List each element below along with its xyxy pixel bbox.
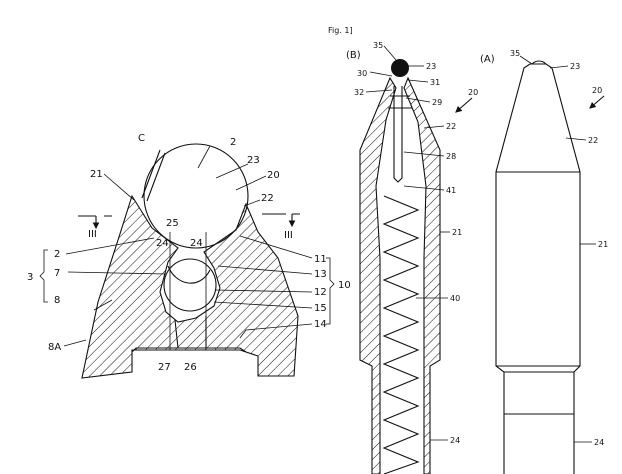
middle-cross-section: (B) 35 23 30 31 32 29 20 22 28 41 21 40 …: [346, 41, 478, 474]
label-21: 21: [598, 240, 608, 249]
label-22: 22: [588, 136, 598, 145]
brace-10: [326, 257, 335, 325]
leader-11: [239, 235, 313, 259]
arrow-20: [455, 97, 473, 113]
label-III-left: III: [88, 229, 97, 240]
label-35: 35: [510, 49, 520, 58]
leader-32: [365, 89, 393, 93]
leader-22: [243, 199, 261, 207]
body-step: [496, 365, 580, 373]
label-41: 41: [446, 186, 456, 195]
label-25: 25: [166, 218, 179, 229]
label-20: 20: [267, 170, 280, 181]
label-21: 21: [90, 169, 103, 180]
ball: [143, 143, 249, 249]
label-7: 7: [54, 268, 60, 279]
holder-body-hatched: [81, 194, 299, 379]
label-23: 23: [426, 62, 436, 71]
tip-inner-lines: [388, 95, 412, 109]
label-24: 24: [450, 436, 460, 445]
label-10: 10: [338, 280, 351, 291]
left-cross-section: C 2 21 23 20 22 25 24 24 III III 2 3 7 8…: [27, 133, 351, 379]
label-24: 24: [594, 438, 604, 447]
label-20: 20: [468, 88, 478, 97]
label-35: 35: [373, 41, 383, 50]
leader-30: [369, 71, 393, 77]
label-C: C: [138, 133, 145, 144]
label-8: 8: [54, 295, 60, 306]
arrow-20: [589, 95, 605, 109]
label-31: 31: [430, 78, 440, 87]
right-exterior-view: (A) 35 23 20 22 21 24: [480, 49, 608, 474]
label-15: 15: [314, 303, 327, 314]
view-label-b: (B): [346, 50, 361, 61]
label-2-top: 2: [230, 137, 236, 148]
barrel-wall-right: [403, 76, 441, 474]
leader-2-left: [65, 237, 155, 255]
label-30: 30: [357, 69, 367, 78]
label-13: 13: [314, 269, 327, 280]
label-21: 21: [452, 228, 462, 237]
label-40: 40: [450, 294, 460, 303]
tip-cap: [531, 60, 547, 65]
label-22: 22: [261, 193, 274, 204]
leader-35: [383, 45, 397, 61]
label-28: 28: [446, 152, 456, 161]
label-27: 27: [158, 362, 171, 373]
leader-7: [67, 271, 167, 275]
leader-41: [403, 185, 445, 191]
leader-8: [93, 299, 113, 311]
ink-cavity: [163, 258, 217, 312]
bottom-recess: [131, 347, 247, 353]
leader-12: [215, 289, 313, 293]
leader-13: [217, 265, 313, 275]
leader-29: [405, 97, 431, 103]
label-26: 26: [184, 362, 197, 373]
brace-3: [39, 249, 48, 303]
cavity-curve: [167, 265, 211, 284]
leader-8A: [63, 339, 87, 347]
leader-2: [197, 145, 211, 169]
ink-tube: [393, 86, 403, 183]
leader-14: [239, 323, 313, 339]
label-11: 11: [314, 254, 327, 265]
leader-35: [519, 55, 533, 65]
leader-22: [565, 137, 587, 141]
label-12: 12: [314, 287, 327, 298]
label-23: 23: [247, 155, 260, 166]
leader-23: [215, 163, 249, 179]
leader-28: [403, 151, 445, 157]
label-14: 14: [314, 319, 327, 330]
view-label-a: (A): [480, 54, 495, 65]
spring: [382, 195, 420, 474]
label-32: 32: [354, 88, 364, 97]
figure-title: Fig. 1]: [328, 26, 353, 35]
label-III-right: III: [284, 230, 293, 241]
leader-15: [213, 301, 313, 309]
clearance-c-lines: [141, 149, 166, 202]
label-29: 29: [432, 98, 442, 107]
label-24-a: 24: [156, 238, 169, 249]
barrel-wall-left: [359, 76, 397, 474]
leader-20: [235, 175, 267, 191]
label-22: 22: [446, 122, 456, 131]
label-20: 20: [592, 86, 602, 95]
leader-21: [103, 173, 135, 201]
label-24-b: 24: [190, 238, 203, 249]
leader-23: [549, 65, 569, 69]
label-3: 3: [27, 272, 33, 283]
pen-outline: [495, 63, 581, 474]
label-2-left: 2: [54, 249, 60, 260]
tip-ball: [391, 59, 409, 77]
leader-31: [407, 79, 429, 83]
leader-22: [423, 125, 445, 129]
label-23: 23: [570, 62, 580, 71]
label-8A: 8A: [48, 342, 61, 353]
